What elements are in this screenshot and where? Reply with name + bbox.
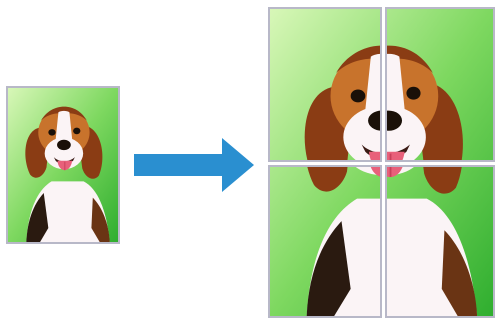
dog-photo-tile-icon (270, 167, 380, 316)
source-page-image (6, 86, 120, 244)
dog-photo-tile-icon (270, 9, 380, 160)
dog-photo-tile-icon (387, 9, 493, 160)
poster-tile-top-left (268, 7, 382, 162)
dog-photo-tile-icon (387, 167, 493, 316)
poster-tile-bottom-right (385, 165, 495, 318)
right-arrow-icon (134, 138, 254, 192)
dog-photo-icon (8, 88, 118, 242)
poster-tile-top-right (385, 7, 495, 162)
poster-tile-bottom-left (268, 165, 382, 318)
